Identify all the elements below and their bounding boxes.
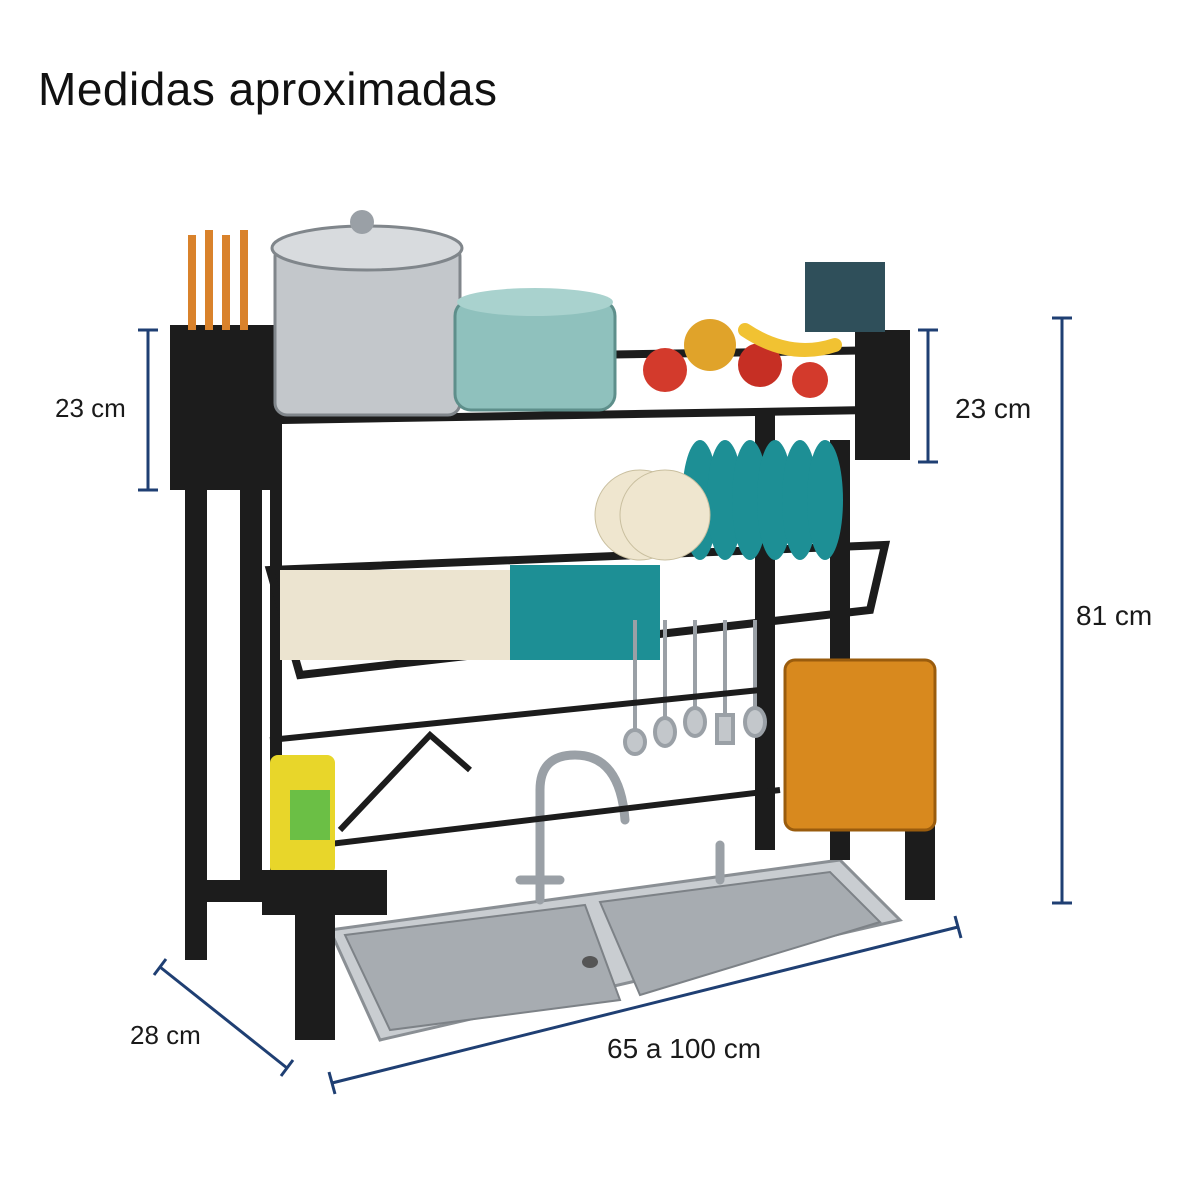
faucet (515, 750, 725, 905)
page-title: Medidas aproximadas (38, 63, 498, 115)
depth-label: 28 cm (130, 1020, 201, 1050)
cutting-tools (805, 262, 885, 332)
width-label: 65 a 100 cm (607, 1033, 762, 1064)
knife-handles (188, 230, 248, 330)
utensil-holder (170, 325, 280, 490)
left-height-label: 23 cm (55, 393, 126, 423)
total-height-label: 81 cm (1076, 600, 1153, 631)
left-height-dimension (138, 328, 158, 492)
bowls (280, 565, 660, 660)
cream-plates (594, 469, 711, 561)
knife-block (855, 330, 910, 460)
width-dimension (327, 915, 963, 1095)
cutting-board (783, 658, 937, 832)
casserole (453, 288, 617, 412)
detergent-caddy (262, 755, 387, 915)
depth-dimension (152, 958, 295, 1077)
rails (269, 687, 781, 853)
dimension-lines (138, 316, 1072, 1095)
fruit-basket (643, 319, 842, 398)
right-height-label: 23 cm (955, 393, 1032, 424)
right-height-dimension (918, 328, 938, 464)
sink (327, 858, 903, 1042)
total-height-dimension (1052, 316, 1072, 905)
stock-pot (270, 210, 464, 417)
